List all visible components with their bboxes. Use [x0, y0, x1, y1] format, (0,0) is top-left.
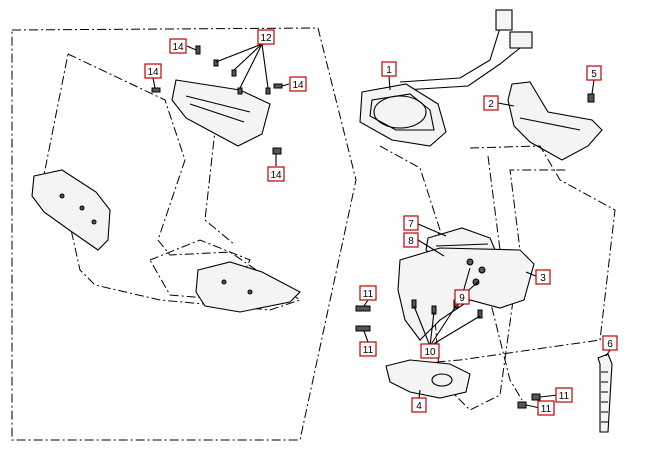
leader-4 [418, 389, 421, 399]
callout-6: 6 [602, 335, 618, 351]
left-upper-cowl-bracket [171, 79, 271, 147]
bolt-14-bottom [272, 147, 282, 155]
meter-cover-rib [519, 117, 581, 131]
right-frame-outline-2 [399, 145, 616, 366]
leader-10 [413, 305, 481, 347]
leader-12 [215, 43, 269, 89]
left-lower-hole-1 [221, 279, 227, 285]
bolt-11-a [355, 305, 371, 312]
bolt-11-c [531, 393, 541, 401]
left-panel-hole-1 [59, 193, 65, 199]
left-lower-bracket [195, 261, 301, 313]
callout-11-c: 11 [555, 387, 573, 403]
callout-10: 10 [420, 343, 440, 359]
left-windscreen-panel [31, 169, 111, 251]
leader-6 [605, 349, 611, 357]
callout-8: 8 [403, 232, 419, 248]
main-bracket-stud-1 [411, 299, 417, 309]
callout-2: 2 [483, 95, 499, 111]
leader-11-a [363, 299, 369, 307]
callout-11-d: 11 [537, 400, 555, 416]
cable-tie [597, 353, 613, 433]
callout-14-bottom: 14 [267, 166, 285, 182]
leader-2 [497, 102, 515, 107]
callout-1-text: 1 [386, 65, 392, 76]
callout-9-text: 9 [459, 293, 465, 304]
left-upper-cowl-rib-2 [189, 103, 245, 123]
callout-14-right: 14 [289, 76, 307, 92]
lower-bracket [385, 359, 471, 399]
leader-14-top [186, 45, 197, 51]
callout-7-text: 7 [408, 219, 414, 230]
callout-14-top-text: 14 [172, 42, 184, 53]
leader-1 [388, 75, 391, 91]
screw-12-d [265, 87, 271, 95]
leader-14-left [152, 77, 156, 89]
left-assembly-boundary [11, 27, 357, 441]
callout-5: 5 [586, 65, 602, 81]
leader-8 [417, 239, 445, 257]
callout-7: 7 [403, 215, 419, 231]
callout-6-text: 6 [607, 339, 613, 350]
callout-12-text: 12 [260, 33, 272, 44]
bolt-11-d [517, 401, 527, 409]
main-bracket-nut-3 [472, 278, 480, 286]
callout-11-a: 11 [359, 285, 377, 301]
callout-8-text: 8 [408, 236, 414, 247]
bolt-5 [587, 93, 595, 103]
left-panel-hole-3 [91, 219, 97, 225]
leader-14-right [281, 83, 290, 87]
callout-3-text: 3 [540, 273, 546, 284]
left-panel-hole-2 [79, 205, 85, 211]
callout-2-text: 2 [488, 99, 494, 110]
callout-11-c-text: 11 [559, 391, 570, 402]
callout-4: 4 [411, 397, 427, 413]
bolt-14-right [273, 83, 283, 89]
screw-12-b [231, 69, 237, 77]
instrument-meter [359, 83, 447, 147]
cable-tie-teeth [601, 371, 608, 423]
connector-1 [495, 9, 513, 31]
callout-10-text: 10 [424, 347, 436, 358]
callout-14-left-text: 14 [147, 67, 159, 78]
instrument-meter-bezel [369, 93, 435, 131]
left-upper-cowl-rib [185, 95, 251, 113]
callout-9: 9 [454, 289, 470, 305]
bolt-11-b [355, 325, 371, 332]
callout-12: 12 [257, 29, 275, 45]
lower-bracket-hole [431, 373, 453, 387]
screw-12-a [213, 59, 219, 67]
main-bracket-nut-1 [466, 258, 474, 266]
callout-11-d-text: 11 [541, 404, 552, 415]
callout-11-b: 11 [359, 341, 377, 357]
callout-14-top: 14 [169, 38, 187, 54]
main-bracket-nut-2 [478, 266, 486, 274]
callout-3: 3 [535, 269, 551, 285]
left-cowl-outline [39, 53, 302, 311]
callout-14-right-text: 14 [292, 80, 304, 91]
left-lower-hole-2 [247, 289, 253, 295]
right-frame-outline-3 [487, 155, 523, 401]
screw-12-c [237, 87, 243, 95]
callout-4-text: 4 [416, 401, 422, 412]
main-bracket-stud-4 [477, 309, 483, 319]
leader-5 [591, 79, 595, 95]
mount-plate-edge [435, 243, 489, 247]
connector-2 [509, 31, 533, 49]
leader-11-b [363, 330, 369, 343]
leader-7 [417, 223, 447, 237]
callout-14-left: 14 [144, 63, 162, 79]
callout-11-b-text: 11 [363, 345, 374, 356]
leader-11-c [539, 394, 559, 398]
wiring-harness-2 [403, 47, 521, 91]
bolt-14-left [151, 87, 161, 93]
callout-11-a-text: 11 [363, 289, 374, 300]
callout-5-text: 5 [591, 69, 597, 80]
meter-cover-bracket [507, 81, 603, 161]
bolt-14-top [195, 45, 201, 55]
wiring-harness-1 [399, 27, 501, 83]
callout-1: 1 [381, 61, 397, 77]
callout-14-bottom-text: 14 [270, 170, 282, 181]
